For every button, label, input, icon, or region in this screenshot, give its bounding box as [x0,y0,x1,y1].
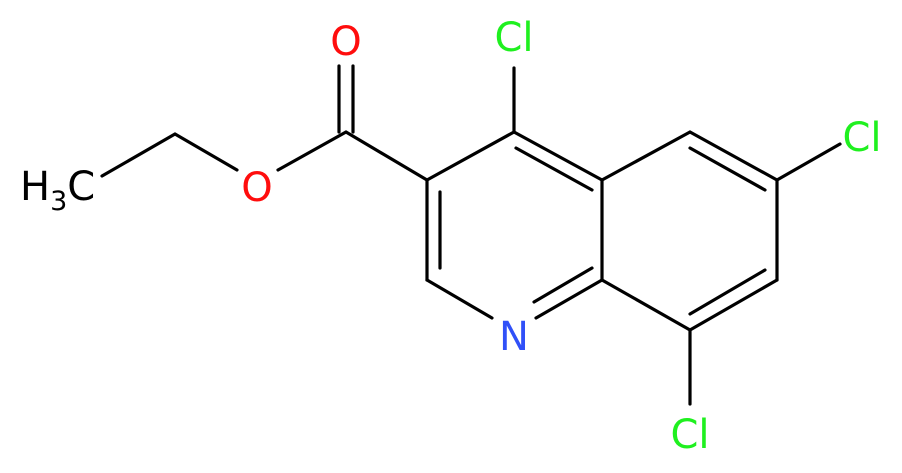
bond-c5-c6-inner [688,146,767,192]
carbonyl-oxygen-label: O [330,19,361,65]
chlorine-6-label: Cl [842,115,881,161]
bond-c4-c4a [512,130,604,182]
bond-c2-n [425,278,494,320]
bond-c7-c8-inner [688,268,767,316]
bond-o-carbonyl-c [276,130,348,172]
bond-c8-c8a [600,278,692,332]
bond-c4a-c5 [600,130,692,182]
bond-c6-cl [775,142,842,182]
bond-c5-c6 [688,130,779,182]
bond-c7-c8 [688,278,779,332]
ester-oxygen-label: O [241,165,272,211]
bond-n-c8a-inner [532,266,594,304]
bond-c4-c4a-inner [514,146,594,192]
bonds [100,64,842,406]
bond-c3-c4 [425,130,516,182]
bond-n-c8a [534,278,604,320]
ring-nitrogen-label: N [499,314,529,360]
atom-labels: H3C O O N Cl Cl Cl [20,15,882,458]
bond-ch3-ch2 [100,132,177,178]
bond-carbonyl-c3 [344,130,429,182]
chlorine-8-label: Cl [670,412,709,458]
methyl-label: H3C [20,164,95,217]
chlorine-4-label: Cl [494,15,533,61]
bond-ch2-o [173,132,239,172]
